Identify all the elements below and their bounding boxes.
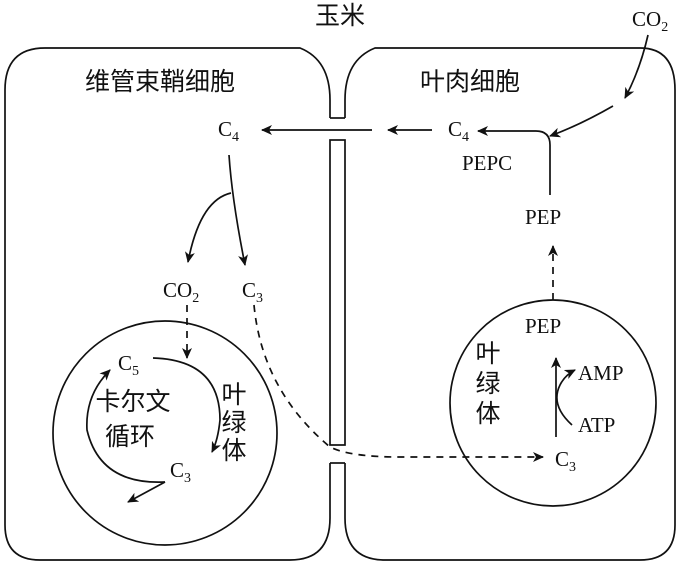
arrow-c5-to-c3 <box>152 357 221 453</box>
calvin-cycle-label-line1: 卡尔文 <box>95 387 170 416</box>
cell-wall-bottom-stub <box>329 463 346 480</box>
arrow-co2-to-c4 <box>549 105 614 138</box>
calvin-c5-label: C5 <box>118 351 139 379</box>
mesophyll-cell-label: 叶肉细胞 <box>420 67 520 96</box>
arrow-pep-to-c4 <box>477 126 551 195</box>
bundle-sheath-chloroplast-label-1: 叶 <box>221 380 246 409</box>
arrow-c3-to-mesophyll <box>253 304 544 462</box>
atp-label: ATP <box>578 413 615 437</box>
mesophyll-chloroplast-label-1: 叶 <box>475 339 500 368</box>
bundle-sheath-chloroplast-label-3: 体 <box>221 436 246 465</box>
cytosol-pep-label: PEP <box>525 205 561 229</box>
bundle-sheath-c3-label: C3 <box>242 278 263 306</box>
mesophyll-cell-outline <box>344 47 676 561</box>
bundle-sheath-c4-label: C4 <box>218 117 239 145</box>
external-co2-label: CO2 <box>632 7 668 35</box>
amp-label: AMP <box>578 361 624 385</box>
bundle-sheath-chloroplast-label-2: 绿 <box>221 408 246 437</box>
calvin-c3-label: C3 <box>170 458 191 486</box>
arrow-co2-in <box>624 34 649 99</box>
mesophyll-chloroplast-label-2: 绿 <box>475 369 500 398</box>
diagram-title: 玉米 <box>315 1 365 30</box>
bundle-sheath-cell-outline <box>4 47 331 561</box>
bundle-sheath-co2-label: CO2 <box>163 278 199 306</box>
arrow-c3-to-c5 <box>86 369 166 483</box>
calvin-cycle-label-line2: 循环 <box>105 422 155 451</box>
arrow-c3-output <box>127 481 166 503</box>
mesophyll-chloroplast-label-3: 体 <box>475 399 500 428</box>
bundle-sheath-chloroplast <box>52 320 278 546</box>
arrow-c4-to-c3 <box>228 154 248 266</box>
chloroplast-pep-label: PEP <box>525 314 561 338</box>
cell-wall-segment <box>329 139 346 446</box>
arrow-c4-to-co2 <box>184 192 232 263</box>
arrow-atp-to-amp <box>556 369 576 426</box>
mesophyll-c4-label: C4 <box>448 117 469 145</box>
chloroplast-c3-label: C3 <box>555 447 576 475</box>
pepc-enzyme-label: PEPC <box>462 151 512 175</box>
bundle-sheath-cell-label: 维管束鞘细胞 <box>85 67 235 96</box>
